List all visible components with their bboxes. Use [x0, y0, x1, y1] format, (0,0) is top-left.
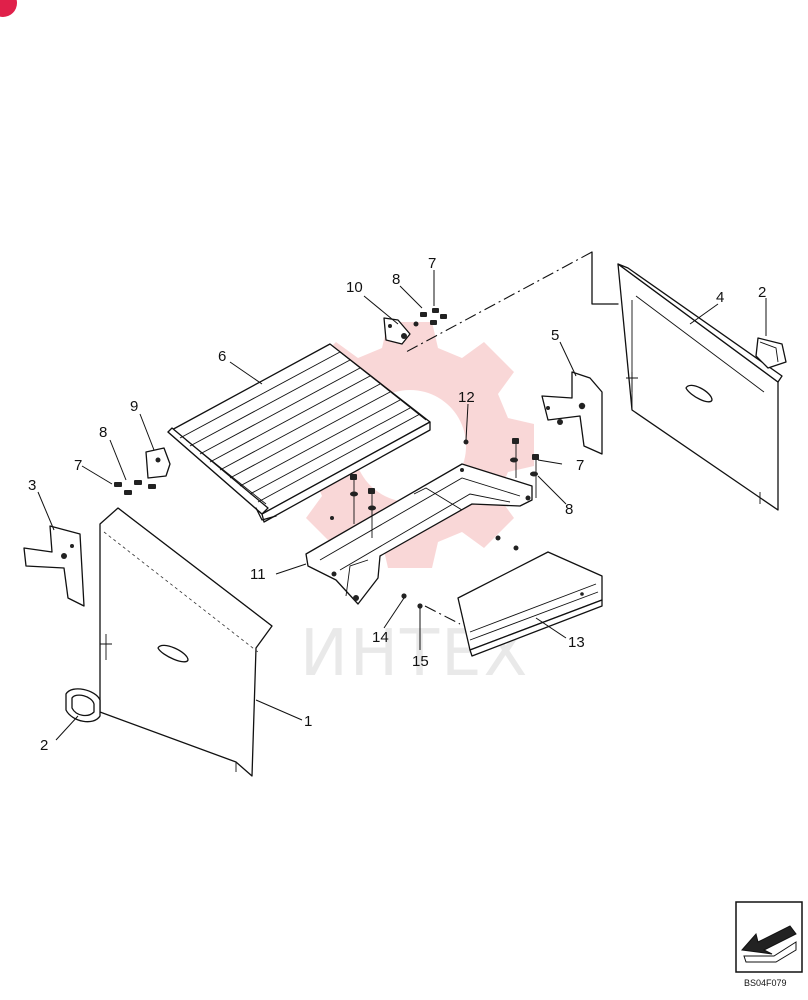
alignment-bracket: [591, 251, 619, 305]
floor-grating: [167, 343, 431, 523]
callout-7-left: 7: [74, 457, 82, 474]
right-grommet: [755, 337, 787, 369]
callout-4: 4: [716, 289, 724, 306]
bolts-left: [114, 480, 156, 495]
corner-badge-icon: [0, 0, 17, 17]
callout-14: 14: [372, 629, 389, 646]
bolts-upper: [413, 308, 447, 327]
right-side-panel: [617, 263, 783, 511]
left-upper-bracket: [114, 447, 171, 495]
callout-6: 6: [218, 348, 226, 365]
nut-15: [417, 603, 423, 609]
callout-10: 10: [346, 279, 363, 296]
right-bracket-plate: [541, 371, 603, 455]
callout-3: 3: [28, 477, 36, 494]
callout-7-top: 7: [428, 255, 436, 272]
arrow-badge-icon: [735, 901, 803, 973]
left-front-panel: [99, 507, 273, 777]
floor-tray: [305, 463, 533, 605]
callouts: 1 2 2 3 4 5 6 7 7 7 8 8 8 9 10 11 12 13 …: [28, 255, 766, 754]
upper-center-bracket: [383, 308, 447, 345]
left-grommet: [65, 688, 101, 723]
leader-lines: [37, 270, 767, 741]
callout-8-top: 8: [392, 271, 400, 288]
alignment-line-top: [405, 251, 593, 353]
tray-bolts: [330, 438, 539, 538]
callout-12: 12: [458, 389, 475, 406]
callout-7-right: 7: [576, 457, 584, 474]
callout-1: 1: [304, 713, 312, 730]
callout-13: 13: [568, 634, 585, 651]
callout-8-left: 8: [99, 424, 107, 441]
callout-8-right: 8: [565, 501, 573, 518]
left-bracket-plate: [23, 525, 85, 607]
callout-2-left: 2: [40, 737, 48, 754]
callout-11: 11: [250, 566, 266, 583]
callout-2-right: 2: [758, 284, 766, 301]
drawing-code: BS04F079: [744, 978, 787, 988]
washer-14: [401, 593, 407, 599]
lower-right-shroud: [457, 535, 603, 657]
callout-9: 9: [130, 398, 138, 415]
alignment-line-bottom: [424, 605, 461, 625]
callout-15: 15: [412, 653, 429, 670]
callout-5: 5: [551, 327, 559, 344]
